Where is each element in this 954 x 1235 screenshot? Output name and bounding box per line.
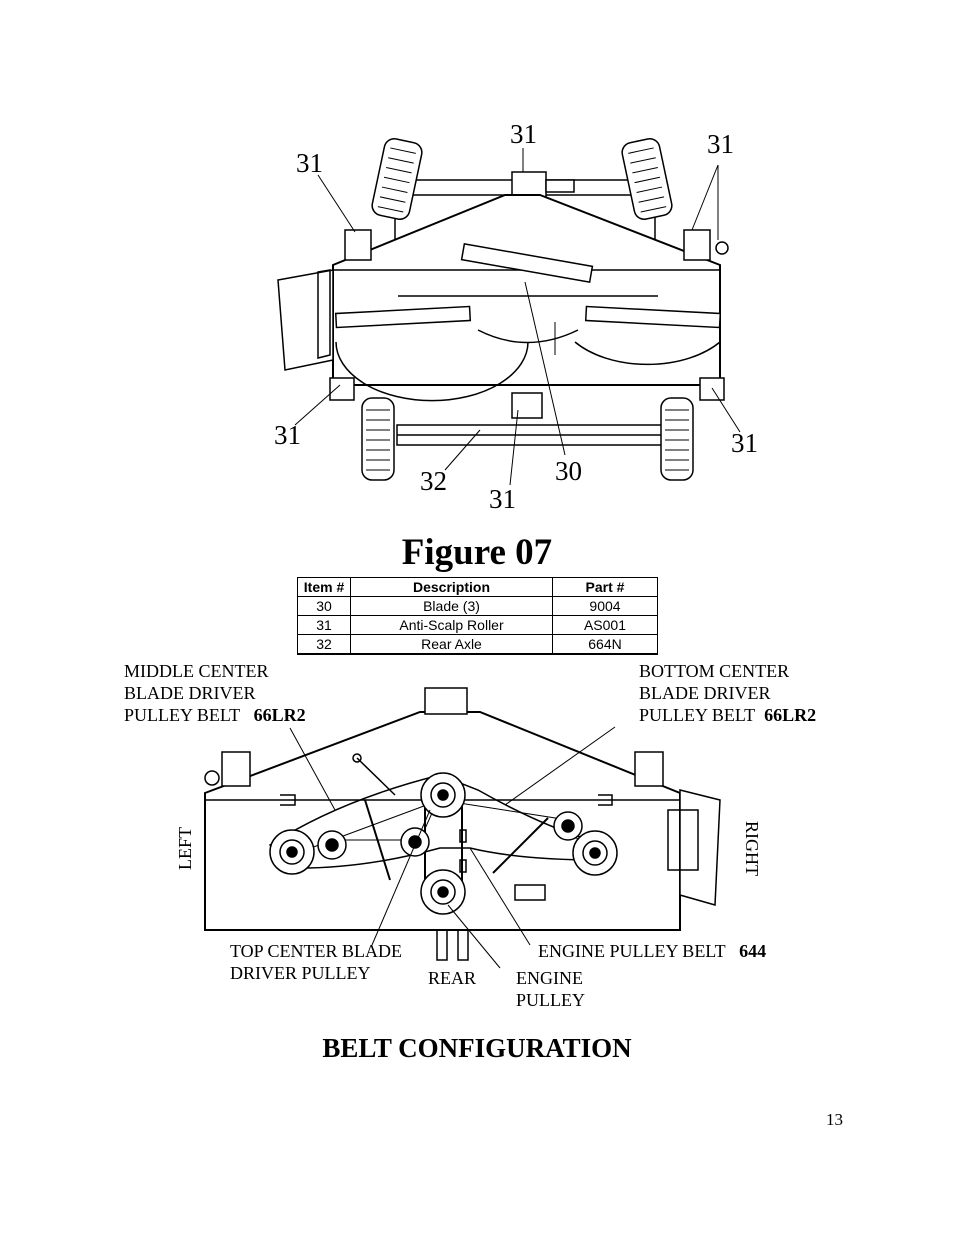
cell: 32: [297, 634, 351, 655]
bottom-belt-label: BOTTOM CENTER BLADE DRIVER PULLEY BELT 6…: [639, 660, 816, 726]
cell: 664N: [552, 634, 658, 655]
pulley-right-outer: [572, 830, 618, 876]
callout-30: 30: [555, 456, 582, 486]
table-header-row: Item # Description Part #: [297, 577, 658, 597]
part-number: 66LR2: [253, 705, 306, 725]
right-label: RIGHT: [742, 821, 762, 876]
label-line: BLADE DRIVER: [639, 683, 771, 703]
part-number: 644: [739, 941, 767, 961]
pulley-left-outer: [269, 829, 315, 875]
label-text: PULLEY BELT: [124, 705, 241, 725]
parts-table: Item # Description Part # 30 Blade (3) 9…: [297, 577, 658, 655]
belt-configuration-title: BELT CONFIGURATION: [322, 1033, 632, 1063]
callout-32: 32: [420, 466, 447, 496]
pulley-left-inner: [317, 830, 347, 860]
callout-31-top-center: 31: [510, 119, 537, 149]
callout-31-bottom-right: 31: [731, 428, 758, 458]
label-line: PULLEY: [516, 990, 585, 1010]
rear-wheel-right: [660, 397, 694, 481]
right-caster-wheel: [621, 138, 673, 220]
rear-wheel-left: [361, 397, 395, 481]
label-line: PULLEY BELT 66LR2: [639, 704, 816, 726]
callout-31-top-left: 31: [296, 148, 323, 178]
callout-31-top-right: 31: [707, 129, 734, 159]
middle-belt-label: MIDDLE CENTER BLADE DRIVER PULLEY BELT 6…: [124, 660, 306, 726]
table-row: 30 Blade (3) 9004: [297, 596, 658, 616]
label-line: DRIVER PULLEY: [230, 963, 371, 983]
figure-title: Figure 07: [401, 532, 553, 573]
cell: Anti-Scalp Roller: [350, 615, 553, 635]
pulley-engine: [420, 869, 466, 915]
table-row: 32 Rear Axle 664N: [297, 634, 658, 655]
engine-pulley-label: ENGINE PULLEY: [516, 967, 585, 1011]
table-row: 31 Anti-Scalp Roller AS001: [297, 615, 658, 635]
callout-31-bottom-left: 31: [274, 420, 301, 450]
left-label: LEFT: [175, 827, 195, 870]
cell: AS001: [552, 615, 658, 635]
engine-belt-label: ENGINE PULLEY BELT 644: [538, 940, 766, 962]
pulley-right-inner: [553, 811, 583, 841]
label-text: PULLEY BELT: [639, 705, 756, 725]
left-caster-wheel: [371, 138, 423, 220]
label-line: ENGINE: [516, 968, 583, 988]
blade-right: [584, 305, 722, 329]
top-center-pulley-label: TOP CENTER BLADE DRIVER PULLEY: [230, 940, 402, 984]
label-line: TOP CENTER BLADE: [230, 941, 403, 961]
page-number: 13: [826, 1110, 843, 1129]
mower-deck-drawing: [277, 138, 741, 486]
blade-left: [334, 305, 472, 329]
label-text: ENGINE PULLEY BELT: [538, 941, 726, 961]
label-line: MIDDLE CENTER: [124, 661, 269, 681]
part-number: 66LR2: [764, 705, 817, 725]
label-line: PULLEY BELT 66LR2: [124, 704, 306, 726]
cell: Rear Axle: [350, 634, 553, 655]
rear-label: REAR: [428, 968, 477, 988]
label-line: BOTTOM CENTER: [639, 661, 790, 681]
cell: 31: [297, 615, 351, 635]
callout-31-bottom-center: 31: [489, 484, 516, 514]
pulley-top-center: [420, 772, 466, 818]
cell: 9004: [552, 596, 658, 616]
label-line: BLADE DRIVER: [124, 683, 256, 703]
pulley-center-left: [400, 827, 430, 857]
blade-center: [460, 242, 594, 284]
